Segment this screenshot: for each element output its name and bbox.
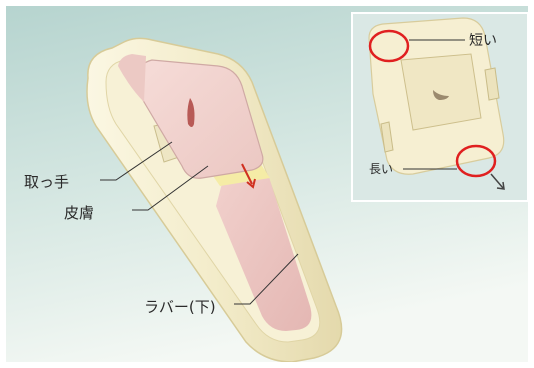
inset-illustration xyxy=(353,14,527,200)
inset-slot xyxy=(433,90,449,100)
label-short: 短い xyxy=(469,33,497,49)
inset-detail: 短い 長い xyxy=(351,12,529,202)
label-handle: 取っ手 xyxy=(24,173,70,191)
leader-rubber xyxy=(234,253,299,305)
leader-skin xyxy=(132,165,209,211)
rubber-upper xyxy=(118,54,146,102)
inset-arrow xyxy=(490,173,504,189)
circle-short xyxy=(368,29,410,63)
slot xyxy=(187,98,195,127)
rubber-lower xyxy=(216,174,312,331)
label-skin: 皮膚 xyxy=(64,204,95,222)
leader-handle xyxy=(100,141,173,181)
inset-clip-left xyxy=(380,121,394,153)
circle-long xyxy=(455,144,497,178)
inset-clip-right xyxy=(484,67,500,101)
label-long: 長い xyxy=(369,162,394,176)
inset-plate xyxy=(400,53,482,131)
arrow-red xyxy=(241,163,253,185)
inset-arrow-head xyxy=(496,181,505,190)
arrow-red-head xyxy=(246,178,256,189)
label-rubber-lower: ラバー(下) xyxy=(144,298,216,316)
